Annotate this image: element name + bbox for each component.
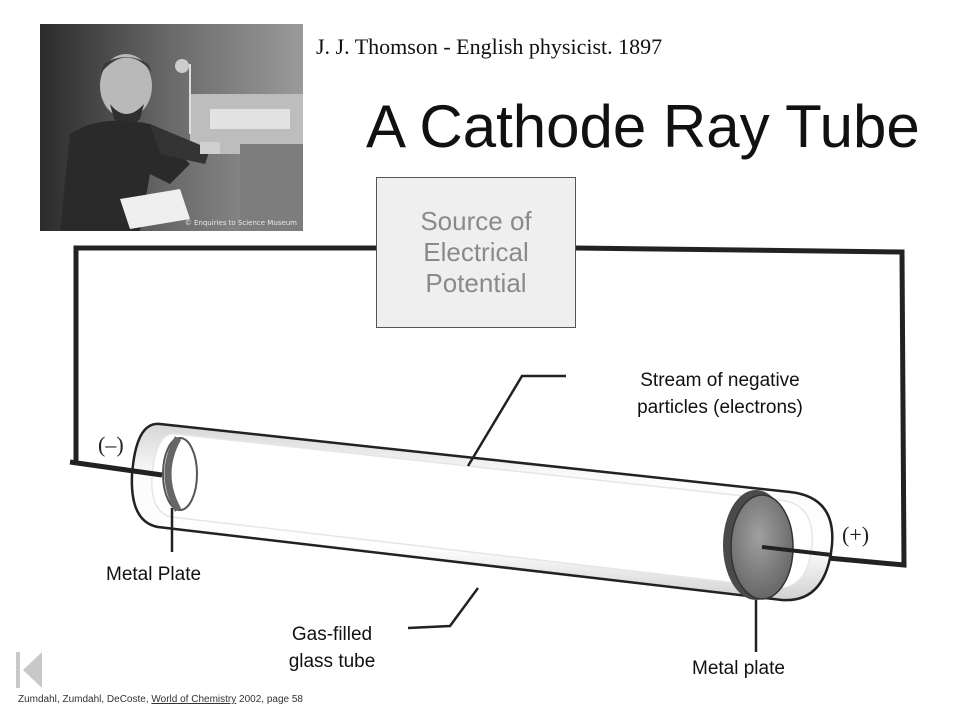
anode-wire [761, 545, 833, 557]
glass-tube [130, 422, 834, 602]
citation: Zumdahl, Zumdahl, DeCoste, World of Chem… [18, 694, 303, 705]
electrical-source-box: Source of Electrical Potential [376, 177, 576, 328]
cathode-wire [69, 459, 163, 478]
slide-title: A Cathode Ray Tube [366, 93, 920, 160]
gas-tube-leader-line [407, 587, 480, 630]
thomson-photo-image [40, 24, 303, 231]
positive-terminal-label: (+) [842, 522, 870, 547]
skip-to-start-icon-glyph [16, 652, 42, 688]
gas-tube-label: Gas-filled glass tube [288, 624, 376, 672]
stream-label: Stream of negative particles (electrons) [637, 370, 803, 418]
metal-plate-left [162, 436, 198, 512]
circuit-wire [73, 245, 907, 568]
metal-plate-left-label: Metal Plate [106, 564, 202, 585]
photo-credit: © Enquiries to Science Museum [184, 219, 297, 227]
negative-terminal-label: (–) [98, 432, 124, 457]
thomson-photo: © Enquiries to Science Museum [40, 24, 303, 231]
citation-details: 2002, page 58 [236, 694, 303, 705]
photo-caption: J. J. Thomson - English physicist. 1897 [316, 34, 663, 59]
citation-book-link[interactable]: World of Chemistry [151, 694, 237, 705]
skip-to-start-icon[interactable] [14, 650, 44, 690]
citation-authors: Zumdahl, Zumdahl, DeCoste, [18, 694, 152, 705]
stream-leader-line [466, 374, 566, 467]
metal-plate-right-label: Metal plate [692, 658, 785, 679]
